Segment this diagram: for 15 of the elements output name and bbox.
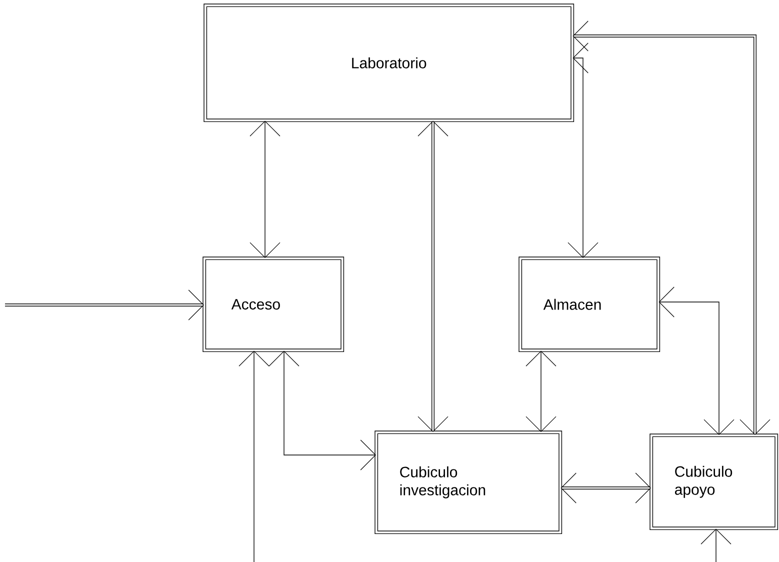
arrow [560,472,651,504]
arrow [268,350,376,470]
room-box: Acceso [202,256,344,352]
room-box: Laboratorio [204,4,574,122]
arrow [5,290,204,320]
arrow [658,286,734,435]
room-box: Cubiculo apoyo [650,434,778,530]
room-box: Almacen [518,256,660,352]
room-box: Cubiculo investigacion [374,430,562,534]
arrow [526,350,556,432]
arrow [572,20,770,435]
arrow [250,120,280,258]
arrow [418,120,448,432]
arrow [238,350,270,562]
arrow [568,42,598,258]
